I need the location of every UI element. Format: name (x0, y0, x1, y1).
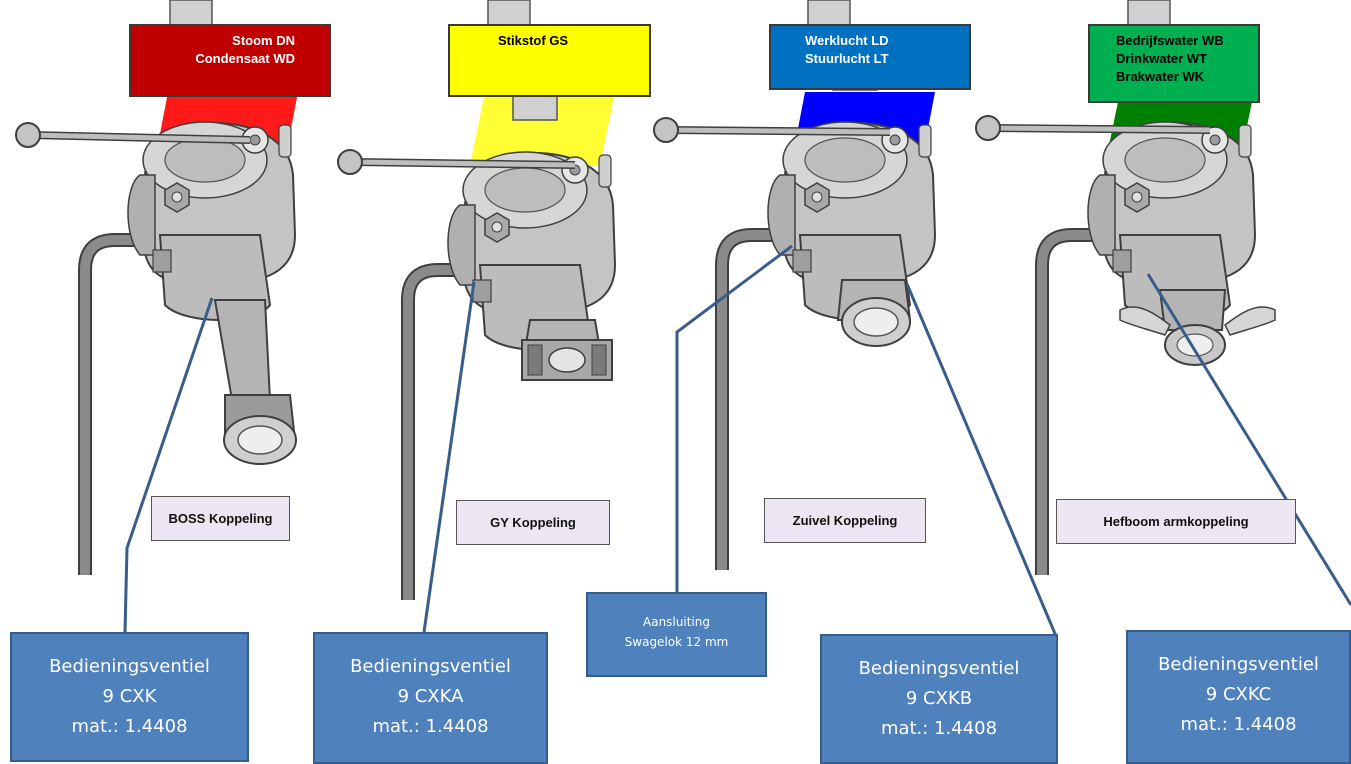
medium-tag-1-line-1: Stoom DN (232, 33, 295, 48)
medium-tag-3-line-1: Werklucht LD (805, 33, 889, 48)
valve-4-name: Bedieningsventiel (1158, 654, 1319, 675)
leader-valve-1 (123, 297, 214, 633)
valve-info-2: Bedieningsventiel 9 CXKA mat.: 1.4408 (313, 632, 548, 764)
leader-connection (675, 244, 793, 592)
valve-1-material: mat.: 1.4408 (71, 716, 188, 737)
medium-tag-1: Stoom DN Condensaat WD (129, 24, 331, 97)
leader-valve-3 (905, 283, 1058, 637)
medium-tag-3-line-2: Stuurlucht LT (805, 51, 889, 66)
valve-2-lever-knob (337, 149, 363, 175)
coupling-label-4: Hefboom armkoppeling (1056, 499, 1296, 544)
valve-2-name: Bedieningsventiel (350, 656, 511, 677)
valve-4-code: 9 CXKC (1205, 684, 1272, 705)
medium-tag-4: Bedrijfswater WB Drinkwater WT Brakwater… (1088, 24, 1260, 103)
valve-1-top-stem (169, 0, 213, 29)
valve-3-name: Bedieningsventiel (858, 658, 1020, 679)
connection-line-1: Aansluiting (643, 615, 710, 629)
medium-tag-1-line-2: Condensaat WD (195, 51, 295, 66)
valve-2-pipe (470, 92, 615, 165)
valve-1-tube (78, 233, 160, 575)
coupling-label-1: BOSS Koppeling (151, 496, 290, 541)
valve-2-top-stem (487, 0, 531, 29)
valve-3-illustration (653, 0, 936, 570)
valve-3-lever-knob (653, 117, 679, 143)
leader-valve-2 (422, 281, 476, 633)
medium-tag-4-line-2: Drinkwater WT (1116, 51, 1208, 66)
valve-info-3: Bedieningsventiel 9 CXKB mat.: 1.4408 (820, 634, 1058, 764)
valve-1-name: Bedieningsventiel (49, 656, 210, 677)
valve-4-illustration (975, 0, 1276, 575)
boss-coupling-neck (213, 299, 272, 401)
medium-tag-4-line-3: Brakwater WK (1116, 69, 1205, 84)
valve-2-material: mat.: 1.4408 (372, 716, 489, 737)
valve-2-code: 9 CXKA (397, 686, 464, 707)
valve-info-1: Bedieningsventiel 9 CXK mat.: 1.4408 (10, 632, 249, 762)
valve-3-material: mat.: 1.4408 (880, 718, 998, 739)
valve-2-illustration (337, 0, 616, 600)
valve-4-material: mat.: 1.4408 (1180, 714, 1297, 735)
valve-1-lever-knob (15, 122, 41, 148)
coupling-label-3: Zuivel Koppeling (764, 498, 926, 543)
medium-tag-2-line-1: Stikstof GS (498, 33, 569, 48)
coupling-label-2: GY Koppeling (456, 500, 610, 545)
medium-tag-3: Werklucht LD Stuurlucht LT (769, 24, 971, 90)
medium-tag-2: Stikstof GS (448, 24, 651, 97)
valve-3-code: 9 CXKB (905, 688, 973, 709)
valve-info-4: Bedieningsventiel 9 CXKC mat.: 1.4408 (1126, 630, 1351, 764)
valve-1-code: 9 CXK (102, 686, 157, 707)
medium-tag-4-line-1: Bedrijfswater WB (1116, 33, 1224, 48)
hefboom-coupling-arms (1119, 306, 1276, 336)
connection-line-2: Swagelok 12 mm (624, 635, 729, 649)
valve-4-lever-knob (975, 115, 1001, 141)
leader-lines (123, 244, 1351, 637)
leader-valve-4 (1146, 273, 1351, 606)
valve-1-illustration (15, 0, 298, 575)
connection-callout: Aansluiting Swagelok 12 mm (586, 592, 767, 677)
